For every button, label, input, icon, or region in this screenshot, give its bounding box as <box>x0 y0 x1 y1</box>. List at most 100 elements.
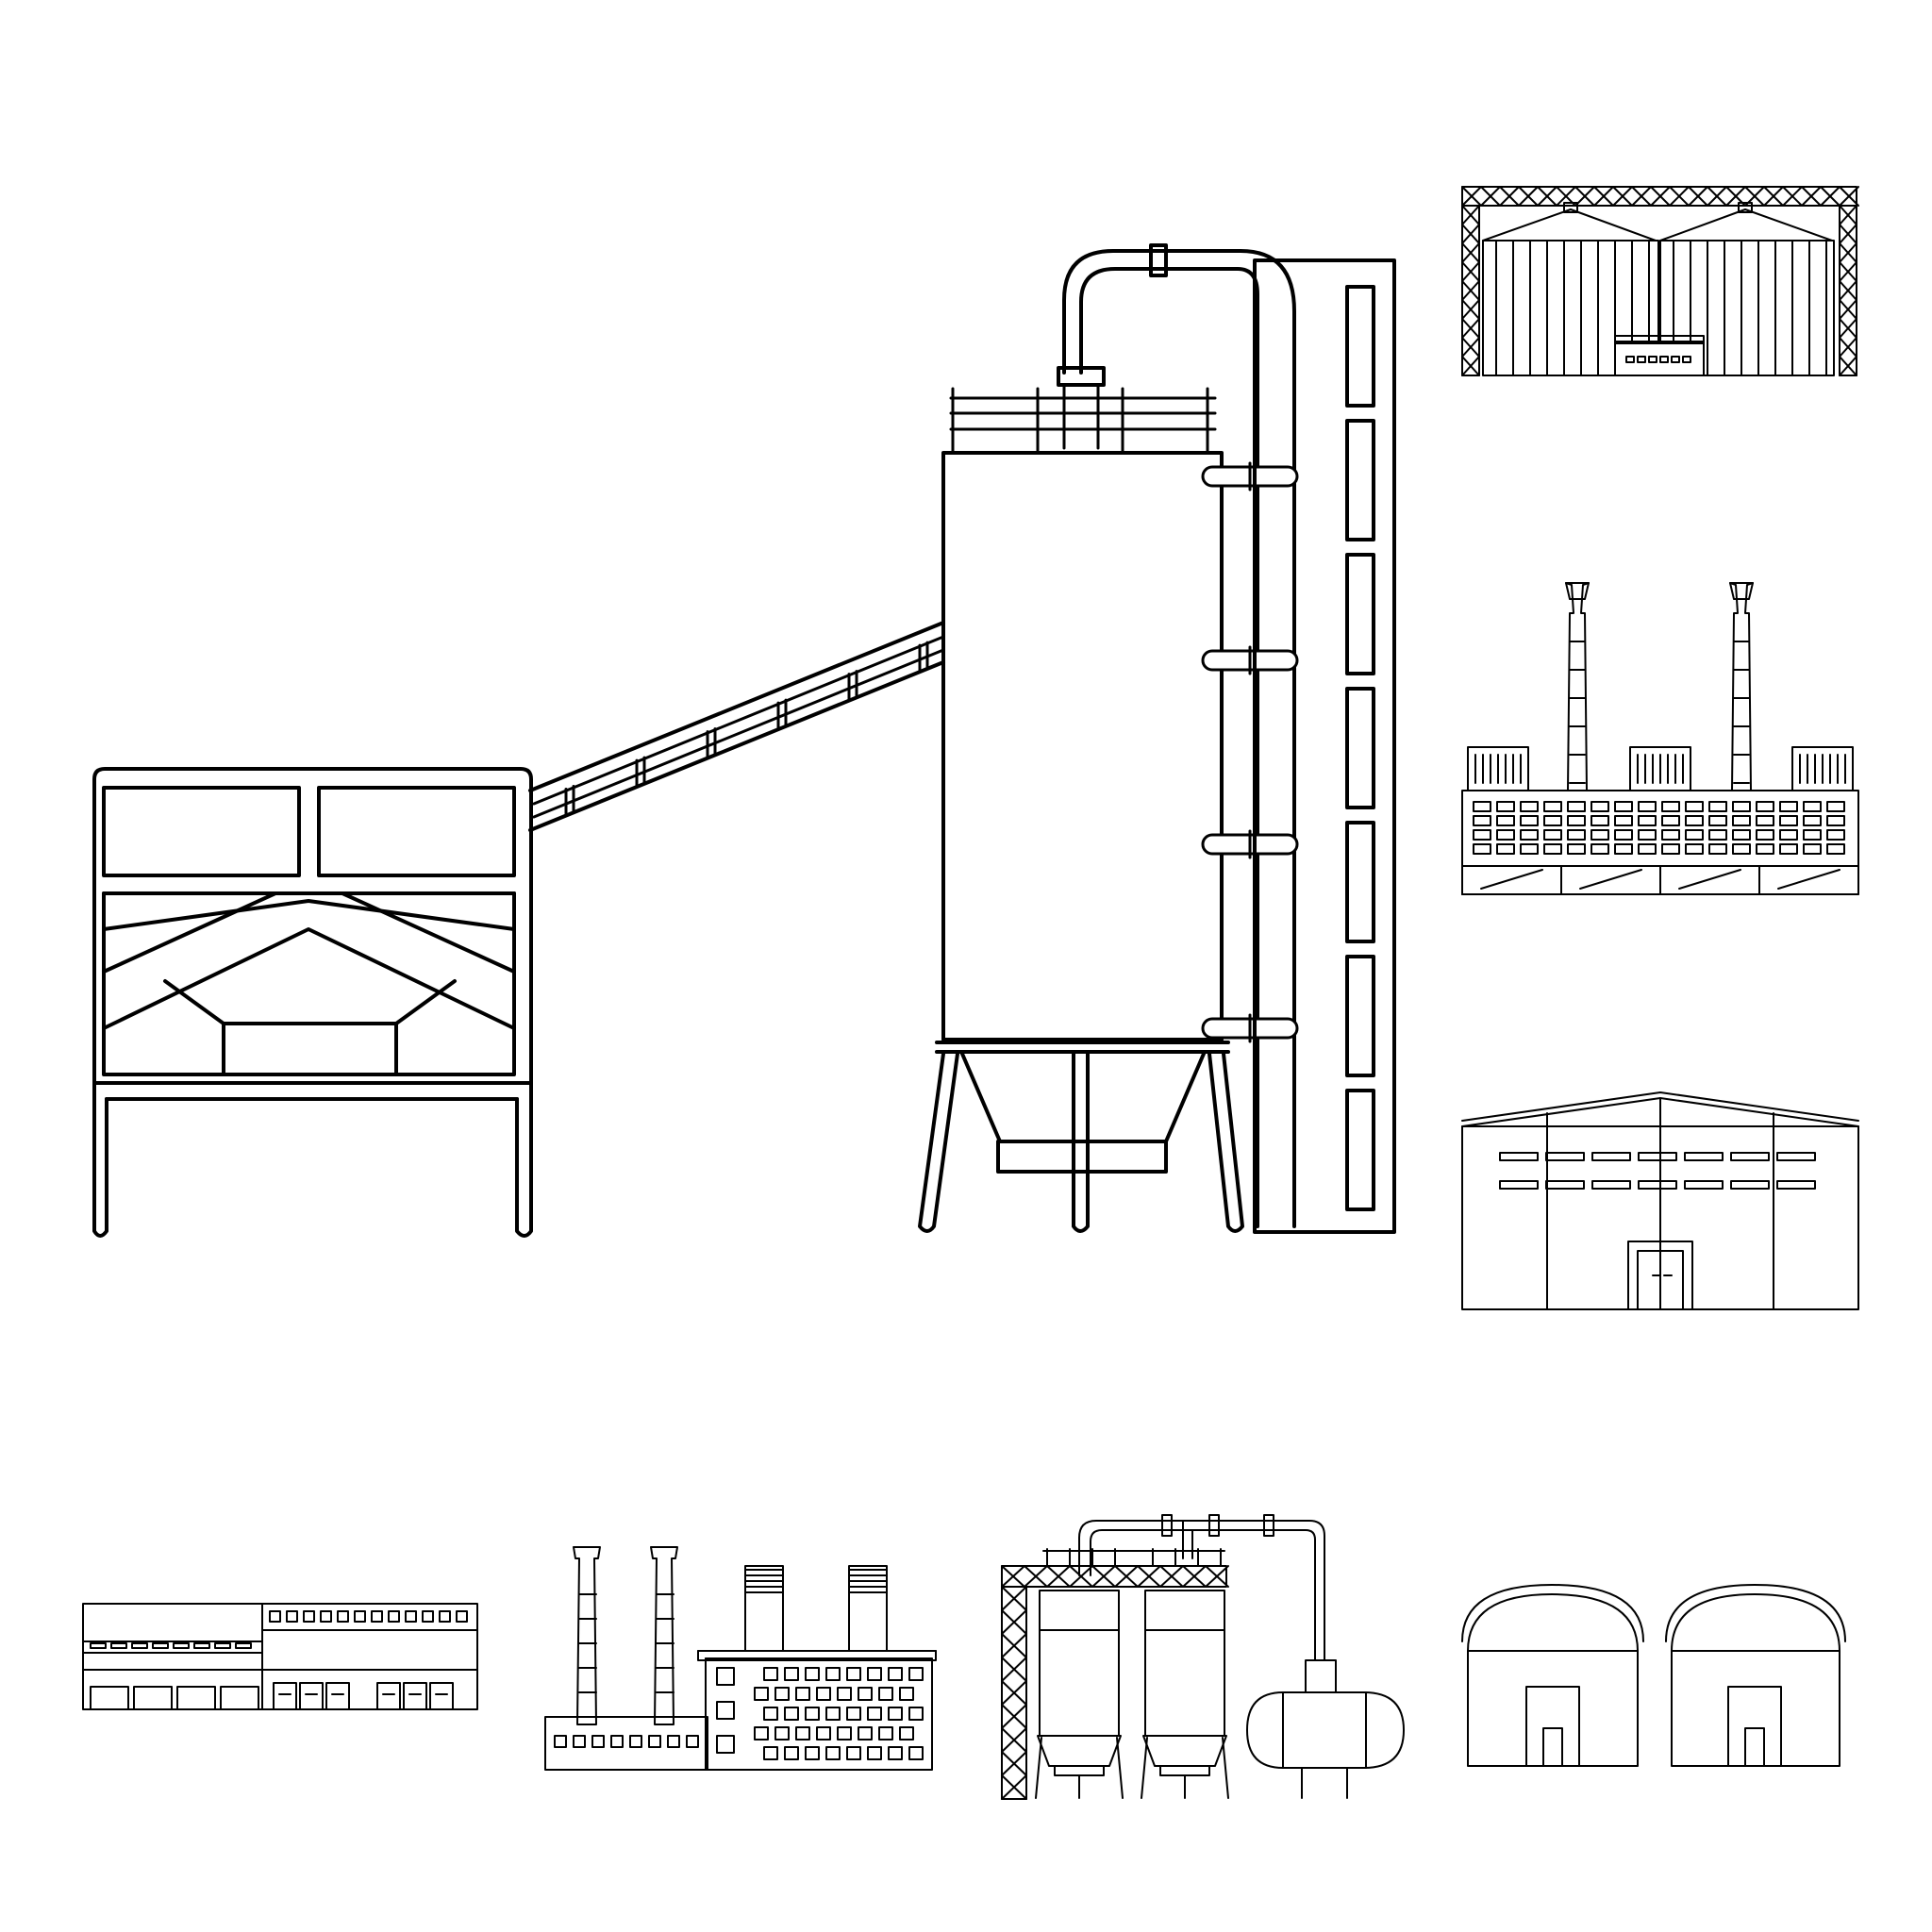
plant-window <box>1520 829 1539 841</box>
factory-window <box>774 1726 790 1740</box>
truss-brace <box>1024 1565 1048 1588</box>
warehouse-icon <box>1461 1091 1859 1310</box>
factory-window <box>716 1735 735 1754</box>
factory-window <box>878 1687 893 1701</box>
silo-window <box>1671 356 1680 363</box>
truss-brace <box>1461 261 1480 282</box>
factory-window <box>846 1746 861 1760</box>
warehouse-window <box>1545 1180 1585 1190</box>
plant-window <box>1779 801 1798 812</box>
factory-window <box>888 1746 903 1760</box>
factory-window <box>837 1687 852 1701</box>
concrete-plant-icon <box>92 243 1396 1238</box>
storage-vent <box>235 1642 252 1649</box>
truss-brace <box>1461 318 1480 339</box>
elevator-tower <box>1253 258 1396 1234</box>
plant-window <box>1614 843 1633 855</box>
warehouse-window <box>1776 1180 1816 1190</box>
factory-window <box>888 1667 903 1681</box>
factory-window <box>784 1667 799 1681</box>
truss-brace <box>1001 1727 1027 1753</box>
truss-brace <box>1839 205 1857 225</box>
truss-brace <box>1205 1565 1229 1588</box>
truss-brace <box>1782 186 1803 207</box>
plant-window <box>1803 815 1822 826</box>
storage-window <box>371 1610 383 1623</box>
plant-window <box>1543 815 1562 826</box>
storage-vent <box>90 1642 107 1649</box>
factory-window <box>795 1687 810 1701</box>
storage-vent <box>152 1642 169 1649</box>
silo-window <box>1625 356 1635 363</box>
plant-window <box>1591 829 1609 841</box>
factory-window <box>573 1735 586 1748</box>
truss-brace <box>1159 1565 1184 1588</box>
plant-window <box>1708 829 1727 841</box>
plant-window <box>1803 801 1822 812</box>
tower-window <box>1345 419 1375 541</box>
plant-bay-diagonal <box>1777 869 1840 890</box>
truss-brace <box>1537 186 1557 207</box>
quonset-hangars-icon <box>1461 1584 1846 1767</box>
factory-window <box>888 1707 903 1721</box>
tower-window <box>1345 955 1375 1077</box>
factory-window <box>763 1707 778 1721</box>
storage-window <box>456 1610 468 1623</box>
storage-vent <box>173 1642 190 1649</box>
plant-window <box>1661 815 1680 826</box>
storage-vent <box>131 1642 148 1649</box>
warehouse-window <box>1776 1152 1816 1161</box>
plant-bay-diagonal <box>1579 869 1642 890</box>
plant-window <box>1708 801 1727 812</box>
factory-window <box>846 1667 861 1681</box>
factory-window <box>867 1746 882 1760</box>
truss-brace <box>1001 1680 1027 1706</box>
factory-window <box>867 1707 882 1721</box>
plant-window <box>1473 843 1491 855</box>
warehouse-window <box>1499 1152 1539 1161</box>
silo-window <box>1659 356 1669 363</box>
plant-window <box>1567 829 1586 841</box>
truss-brace <box>1461 280 1480 301</box>
plant-window <box>1496 815 1515 826</box>
storage-bay <box>90 1686 129 1710</box>
truss-brace <box>1801 186 1822 207</box>
truss-brace <box>1137 1565 1161 1588</box>
factory-window <box>878 1726 893 1740</box>
factory-window <box>591 1735 605 1748</box>
factory-chimneys-icon <box>544 1546 937 1771</box>
plant-window <box>1473 829 1491 841</box>
truss-brace <box>1001 1565 1025 1588</box>
factory-window <box>825 1707 841 1721</box>
truss-brace <box>1114 1565 1139 1588</box>
plant-window <box>1567 815 1586 826</box>
factory-window <box>648 1735 661 1748</box>
warehouse-window <box>1730 1180 1770 1190</box>
truss-brace <box>1839 280 1857 301</box>
silo-window <box>1637 356 1646 363</box>
storage-door <box>403 1682 427 1710</box>
truss-brace <box>1001 1774 1027 1800</box>
truss-brace <box>1518 186 1539 207</box>
storage-building-icon <box>82 1603 478 1710</box>
factory-window <box>554 1735 567 1748</box>
plant-window <box>1756 815 1774 826</box>
warehouse-window <box>1499 1180 1539 1190</box>
storage-door <box>376 1682 401 1710</box>
plant-window <box>1756 801 1774 812</box>
plant-window <box>1779 829 1798 841</box>
truss-brace <box>1001 1609 1027 1635</box>
warehouse-window <box>1545 1152 1585 1161</box>
factory-window <box>908 1707 924 1721</box>
plant-window <box>1567 801 1586 812</box>
truss-brace <box>1839 299 1857 320</box>
factory-window <box>908 1746 924 1760</box>
storage-bay <box>220 1686 259 1710</box>
plant-bay-diagonal <box>1480 869 1543 890</box>
storage-vent <box>193 1642 210 1649</box>
truss-brace <box>1688 186 1708 207</box>
plant-window <box>1661 801 1680 812</box>
plant-window <box>1638 815 1657 826</box>
storage-window <box>354 1610 366 1623</box>
